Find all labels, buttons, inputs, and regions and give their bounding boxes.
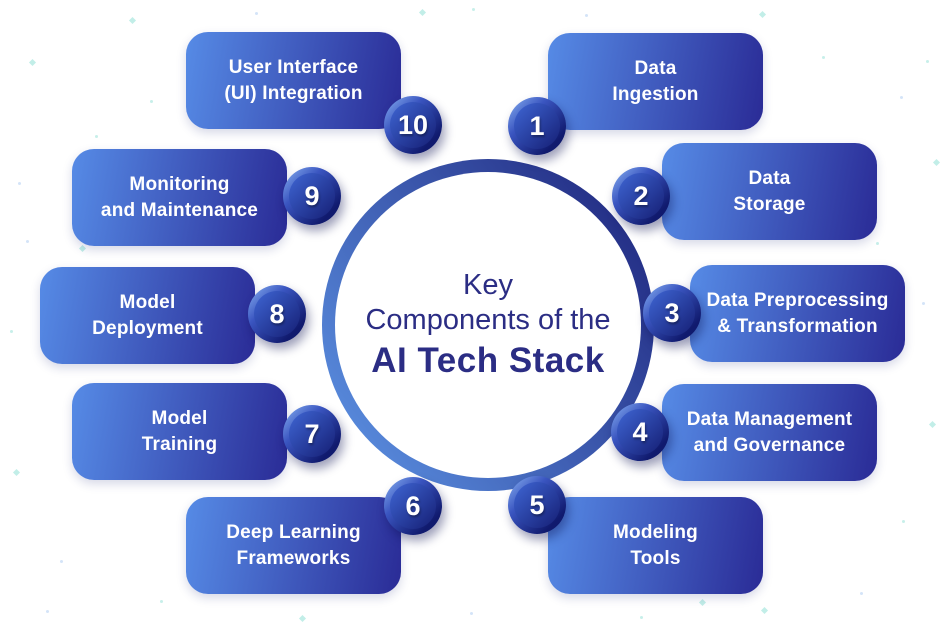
number-badge-inner: 3 bbox=[649, 290, 695, 336]
component-box-model-deployment: Model Deployment bbox=[40, 267, 255, 364]
title-line-2: Components of the bbox=[365, 303, 611, 336]
number-badge-inner: 5 bbox=[514, 482, 560, 528]
badge-number: 9 bbox=[304, 180, 320, 211]
component-label: Data Storage bbox=[733, 168, 806, 215]
sparkle-decoration bbox=[160, 600, 163, 603]
component-box-ui-integration: User Interface (UI) Integration bbox=[186, 32, 401, 129]
sparkle-decoration bbox=[876, 242, 879, 245]
sparkle-decoration bbox=[900, 96, 903, 99]
number-badge-inner: 9 bbox=[289, 173, 335, 219]
badge-number: 4 bbox=[632, 416, 648, 447]
title-line-1: Key bbox=[463, 268, 513, 301]
sparkle-decoration bbox=[860, 592, 863, 595]
center-title-circle: Key Components of the AI Tech Stack bbox=[322, 159, 654, 491]
badge-number: 6 bbox=[405, 490, 421, 521]
number-badge-5: 5 bbox=[508, 476, 566, 534]
sparkle-decoration bbox=[128, 16, 137, 25]
component-box-data-ingestion: Data Ingestion bbox=[548, 33, 763, 130]
sparkle-decoration bbox=[472, 8, 475, 11]
sparkle-decoration bbox=[698, 598, 707, 607]
badge-number: 7 bbox=[304, 418, 320, 449]
sparkle-decoration bbox=[18, 182, 21, 185]
sparkle-decoration bbox=[760, 606, 769, 615]
number-badge-inner: 7 bbox=[289, 411, 335, 457]
sparkle-decoration bbox=[470, 612, 473, 615]
component-box-data-preprocessing: Data Preprocessing & Transformation bbox=[690, 265, 905, 362]
number-badge-inner: 10 bbox=[390, 102, 436, 148]
badge-number: 2 bbox=[633, 180, 649, 211]
sparkle-decoration bbox=[758, 10, 767, 19]
number-badge-6: 6 bbox=[384, 477, 442, 535]
component-label: Modeling Tools bbox=[613, 522, 698, 569]
sparkle-decoration bbox=[28, 58, 37, 67]
number-badge-inner: 8 bbox=[254, 291, 300, 337]
component-label: User Interface (UI) Integration bbox=[224, 57, 363, 104]
component-box-monitoring-maintenance: Monitoring and Maintenance bbox=[72, 149, 287, 246]
badge-number: 10 bbox=[397, 109, 429, 140]
number-badge-inner: 2 bbox=[618, 173, 664, 219]
sparkle-decoration bbox=[418, 8, 427, 17]
number-badge-1: 1 bbox=[508, 97, 566, 155]
component-label: Model Training bbox=[141, 408, 218, 455]
sparkle-decoration bbox=[26, 240, 29, 243]
badge-number: 5 bbox=[529, 489, 545, 520]
sparkle-decoration bbox=[922, 302, 925, 305]
badge-number: 3 bbox=[664, 297, 680, 328]
badge-number: 1 bbox=[529, 110, 545, 141]
sparkle-decoration bbox=[932, 158, 941, 167]
sparkle-decoration bbox=[78, 244, 87, 253]
sparkle-decoration bbox=[902, 520, 905, 523]
component-box-modeling-tools: Modeling Tools bbox=[548, 497, 763, 594]
number-badge-inner: 4 bbox=[617, 409, 663, 455]
sparkle-decoration bbox=[10, 330, 13, 333]
title-line-3: AI Tech Stack bbox=[371, 341, 605, 381]
component-label: Data Management and Governance bbox=[686, 409, 853, 456]
sparkle-decoration bbox=[926, 60, 929, 63]
component-label: Deep Learning Frameworks bbox=[226, 522, 361, 569]
sparkle-decoration bbox=[585, 14, 588, 17]
number-badge-4: 4 bbox=[611, 403, 669, 461]
number-badge-inner: 6 bbox=[390, 483, 436, 529]
component-label: Data Ingestion bbox=[612, 58, 699, 105]
sparkle-decoration bbox=[928, 420, 937, 429]
sparkle-decoration bbox=[95, 135, 98, 138]
number-badge-7: 7 bbox=[283, 405, 341, 463]
number-badge-8: 8 bbox=[248, 285, 306, 343]
sparkle-decoration bbox=[46, 610, 49, 613]
component-box-deep-learning-frameworks: Deep Learning Frameworks bbox=[186, 497, 401, 594]
sparkle-decoration bbox=[60, 560, 63, 563]
sparkle-decoration bbox=[255, 12, 258, 15]
number-badge-10: 10 bbox=[384, 96, 442, 154]
component-label: Model Deployment bbox=[92, 292, 203, 339]
badge-number: 8 bbox=[269, 298, 285, 329]
sparkle-decoration bbox=[12, 468, 21, 477]
number-badge-inner: 1 bbox=[514, 103, 560, 149]
sparkle-decoration bbox=[298, 614, 307, 623]
component-box-model-training: Model Training bbox=[72, 383, 287, 480]
component-box-data-storage: Data Storage bbox=[662, 143, 877, 240]
number-badge-9: 9 bbox=[283, 167, 341, 225]
number-badge-2: 2 bbox=[612, 167, 670, 225]
component-label: Data Preprocessing & Transformation bbox=[706, 290, 889, 337]
component-label: Monitoring and Maintenance bbox=[100, 174, 259, 221]
component-box-data-management: Data Management and Governance bbox=[662, 384, 877, 481]
sparkle-decoration bbox=[822, 56, 825, 59]
number-badge-3: 3 bbox=[643, 284, 701, 342]
sparkle-decoration bbox=[640, 616, 643, 619]
sparkle-decoration bbox=[150, 100, 153, 103]
